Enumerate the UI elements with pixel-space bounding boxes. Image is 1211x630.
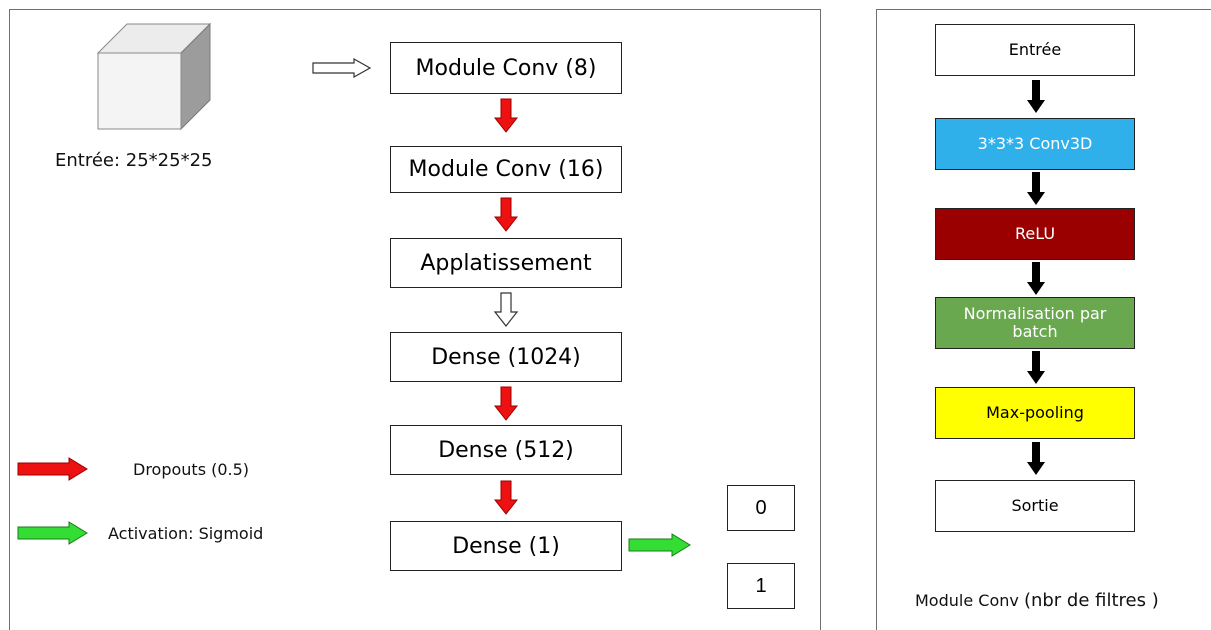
legend-activation-arrow-icon <box>17 521 88 545</box>
layer-conv-8: Module Conv (8) <box>390 42 622 94</box>
step-relu: ReLU <box>935 208 1135 260</box>
dropout-arrow-3 <box>493 386 519 421</box>
layer-dense-1: Dense (1) <box>390 521 622 571</box>
input-flow-arrow <box>312 57 372 79</box>
conv-module-caption: Module Conv (nbr de filtres ) <box>915 590 1159 611</box>
step-arrow-4 <box>1027 351 1045 384</box>
layer-dense-512: Dense (512) <box>390 425 622 475</box>
step-arrow-3 <box>1027 262 1045 295</box>
layer-dense-1024: Dense (1024) <box>390 332 622 382</box>
dropout-arrow-2 <box>493 197 519 232</box>
step-arrow-1 <box>1027 80 1045 113</box>
flow-arrow-white <box>493 292 519 327</box>
sigmoid-arrow <box>628 533 691 557</box>
dropout-arrow-4 <box>493 480 519 515</box>
step-input: Entrée <box>935 24 1135 76</box>
output-1: 1 <box>727 563 795 609</box>
step-arrow-5 <box>1027 442 1045 475</box>
step-arrow-2 <box>1027 172 1045 205</box>
step-conv3d: 3*3*3 Conv3D <box>935 118 1135 170</box>
dropout-arrow-1 <box>493 98 519 133</box>
legend-dropout-label: Dropouts (0.5) <box>133 460 250 479</box>
legend-dropout-arrow-icon <box>17 457 88 481</box>
output-0: 0 <box>727 485 795 531</box>
caption-paren: (nbr de filtres ) <box>1023 590 1159 611</box>
step-batch-norm: Normalisation par batch <box>935 297 1135 349</box>
step-output: Sortie <box>935 480 1135 532</box>
caption-main: Module Conv <box>915 591 1019 610</box>
legend-activation-label: Activation: Sigmoid <box>108 524 264 543</box>
input-label: Entrée: 25*25*25 <box>55 150 213 171</box>
input-cube-icon <box>96 22 212 131</box>
layer-conv-16: Module Conv (16) <box>390 146 622 193</box>
step-max-pooling: Max-pooling <box>935 387 1135 439</box>
layer-flatten: Applatissement <box>390 238 622 288</box>
